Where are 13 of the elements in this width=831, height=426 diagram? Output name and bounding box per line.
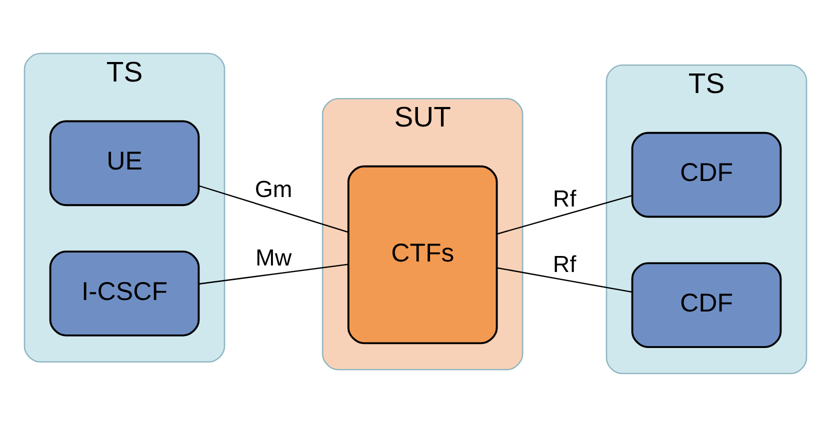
connector	[198, 184, 348, 232]
connector	[496, 266, 632, 292]
edge-label: Rf	[552, 250, 576, 277]
node-box: I-CSCF	[49, 250, 200, 336]
node-box: CDF	[631, 131, 782, 218]
connector	[198, 263, 348, 284]
edge-label: Mw	[255, 244, 292, 270]
node-box: UE	[49, 120, 200, 206]
edge-label: Gm	[254, 176, 292, 202]
edge-label: Rf	[552, 184, 576, 211]
connector	[496, 194, 632, 234]
node-box: CDF	[631, 262, 782, 348]
node-box: CTFs	[347, 164, 498, 344]
